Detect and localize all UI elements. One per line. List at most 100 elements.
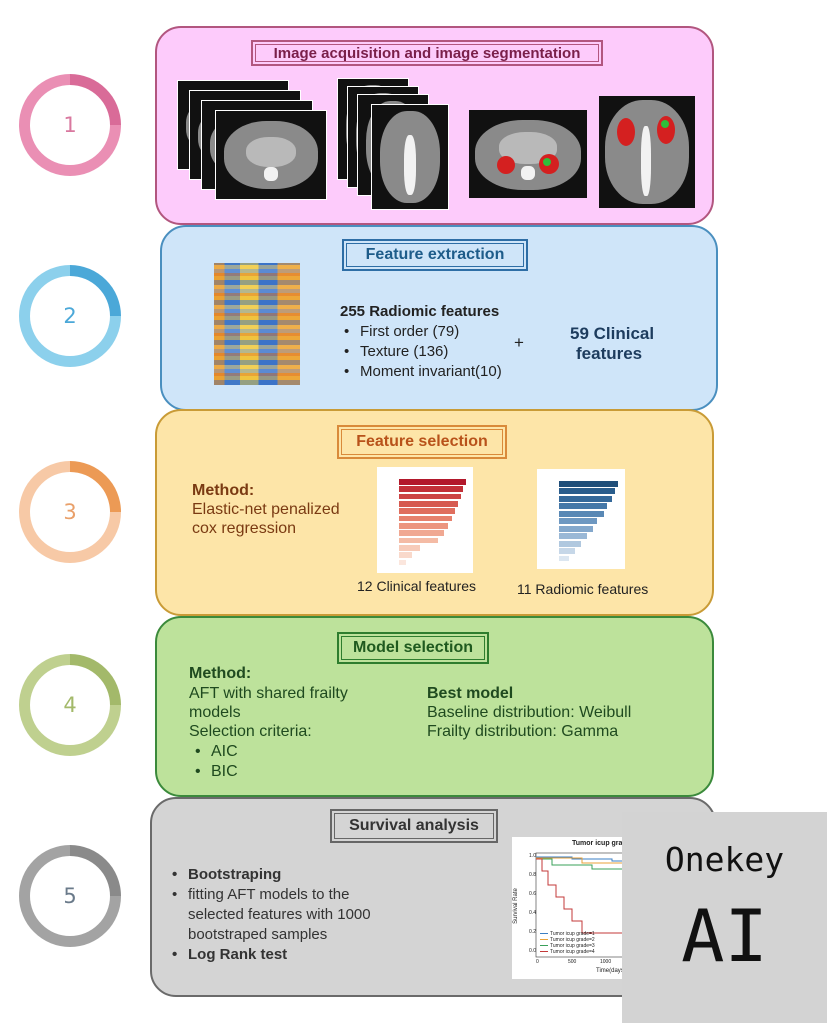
feature-importance-bar bbox=[559, 495, 613, 502]
clinical-features-line2: features bbox=[576, 344, 643, 363]
km-curve bbox=[536, 858, 682, 870]
criteria-item: BIC bbox=[195, 762, 238, 782]
km-curve bbox=[536, 858, 682, 934]
km-ytick: 0.2 bbox=[529, 929, 536, 935]
step-1-number: 1 bbox=[30, 85, 110, 165]
km-xlabel: Time(days) bbox=[596, 968, 626, 974]
axial-ct-stack bbox=[177, 80, 327, 200]
panel-model-selection: Model selection Method: AFT with shared … bbox=[155, 616, 714, 797]
frailty-distribution: Frailty distribution: Gamma bbox=[427, 723, 619, 740]
feature-importance-bar bbox=[559, 503, 608, 510]
survival-bullet: Log Rank test bbox=[172, 945, 412, 965]
km-legend-item: Tumor icup grade=1 bbox=[540, 931, 600, 937]
km-ytick: 0.8 bbox=[529, 872, 536, 878]
feature-importance-bar bbox=[559, 518, 598, 525]
radiomic-item: First order (79) bbox=[344, 322, 502, 342]
feature-importance-bar bbox=[399, 559, 406, 566]
coronal-ct-stack bbox=[337, 78, 457, 210]
panel-1-title: Image acquisition and image segmentation bbox=[251, 40, 603, 66]
km-yticks: 1.0 0.8 0.6 0.4 0.2 0.0 bbox=[522, 853, 536, 954]
km-xtick: 0 bbox=[536, 959, 539, 965]
km-ytick: 1.0 bbox=[529, 853, 536, 859]
feature-importance-bar bbox=[399, 545, 420, 551]
km-legend-item: Tumor icup grade=3 bbox=[540, 943, 600, 949]
survival-bullet: Bootstraping bbox=[172, 865, 412, 885]
feature-importance-bar bbox=[399, 530, 444, 537]
feature-importance-bar bbox=[559, 548, 576, 555]
feature-importance-bar bbox=[559, 510, 604, 517]
km-xtick: 1000 bbox=[600, 959, 612, 965]
feature-importance-bar bbox=[399, 479, 467, 485]
feature-importance-bar bbox=[399, 552, 412, 559]
km-legend-item: Tumor icup grade=4 bbox=[540, 949, 600, 955]
radiomic-caption: 11 Radiomic features bbox=[517, 581, 649, 597]
feature-importance-bar bbox=[399, 515, 453, 522]
watermark-line2: AI bbox=[681, 894, 768, 978]
survival-bullet-text: fitting AFT models to the selected featu… bbox=[188, 886, 371, 943]
step-4-number: 4 bbox=[30, 665, 110, 745]
panel-feature-selection: Feature selection Method: Elastic-net pe… bbox=[155, 409, 714, 616]
panel-image-acquisition: Image acquisition and image segmentation bbox=[155, 26, 714, 225]
survival-bullets: Bootstraping fitting AFT models to the s… bbox=[172, 865, 412, 965]
radiomic-features-list: First order (79) Texture (136) Moment in… bbox=[344, 322, 502, 382]
selection-method-line2: cox regression bbox=[192, 520, 297, 537]
step-1-ring: 1 bbox=[19, 74, 121, 176]
panel-feature-extraction: Feature extraction 255 Radiomic features… bbox=[160, 225, 718, 411]
segmented-coronal-ct bbox=[599, 96, 695, 208]
model-method-label: Method: bbox=[189, 665, 252, 682]
clinical-caption: 12 Clinical features bbox=[357, 578, 477, 594]
km-ytick: 0.6 bbox=[529, 891, 536, 897]
panel-2-title: Feature extraction bbox=[342, 239, 528, 271]
selection-method-label: Method: bbox=[192, 482, 255, 499]
clinical-feature-chart bbox=[377, 467, 473, 573]
radiomic-feature-chart bbox=[537, 469, 625, 569]
plus-sign: + bbox=[514, 333, 524, 352]
panel-survival-analysis: Survival analysis Bootstraping fitting A… bbox=[150, 797, 716, 997]
model-method-line1: AFT with shared frailty bbox=[189, 685, 348, 702]
feature-importance-bar bbox=[399, 508, 455, 515]
clinical-features-line1: 59 Clinical bbox=[570, 324, 655, 343]
panel-4-title: Model selection bbox=[337, 632, 489, 664]
step-3-number: 3 bbox=[30, 472, 110, 552]
feature-importance-bar bbox=[559, 555, 569, 562]
panel-5-title: Survival analysis bbox=[330, 809, 498, 843]
feature-importance-bar bbox=[559, 540, 581, 547]
feature-importance-bar bbox=[399, 493, 461, 500]
feature-heatmap bbox=[214, 263, 300, 385]
criteria-list: AIC BIC bbox=[195, 742, 238, 782]
criteria-item: AIC bbox=[195, 742, 238, 762]
km-ytick: 0.4 bbox=[529, 910, 536, 916]
onekey-ai-watermark: Onekey AI bbox=[622, 812, 827, 1023]
feature-importance-bar bbox=[399, 486, 464, 493]
survival-bullet: fitting AFT models to the selected featu… bbox=[172, 885, 412, 945]
km-title: Tumor icup gra bbox=[572, 840, 623, 847]
baseline-distribution: Baseline distribution: Weibull bbox=[427, 704, 632, 721]
selection-criteria-label: Selection criteria: bbox=[189, 723, 312, 740]
km-legend-item: Tumor icup grade=2 bbox=[540, 937, 600, 943]
feature-importance-bar bbox=[559, 525, 594, 532]
feature-importance-bar bbox=[399, 523, 448, 529]
step-5-ring: 5 bbox=[19, 845, 121, 947]
km-xtick: 500 bbox=[568, 959, 577, 965]
step-2-number: 2 bbox=[30, 276, 110, 356]
km-ytick: 0.0 bbox=[529, 948, 536, 954]
step-2-ring: 2 bbox=[19, 265, 121, 367]
best-model-label: Best model bbox=[427, 685, 514, 702]
step-5-number: 5 bbox=[30, 856, 110, 936]
selection-method-line1: Elastic-net penalized bbox=[192, 501, 340, 518]
radiomic-features-heading: 255 Radiomic features bbox=[340, 303, 500, 320]
radiomic-item: Moment invariant(10) bbox=[344, 362, 502, 382]
step-4-ring: 4 bbox=[19, 654, 121, 756]
step-3-ring: 3 bbox=[19, 461, 121, 563]
feature-importance-bar bbox=[559, 488, 615, 495]
segmented-axial-ct bbox=[469, 110, 587, 198]
radiomic-item: Texture (136) bbox=[344, 342, 502, 362]
feature-importance-bar bbox=[399, 537, 438, 544]
feature-importance-bar bbox=[559, 481, 618, 487]
watermark-line1: Onekey bbox=[664, 840, 785, 879]
panel-3-title: Feature selection bbox=[337, 425, 507, 459]
model-method-line2: models bbox=[189, 704, 241, 721]
feature-importance-bar bbox=[399, 501, 458, 507]
feature-importance-bar bbox=[559, 533, 587, 540]
